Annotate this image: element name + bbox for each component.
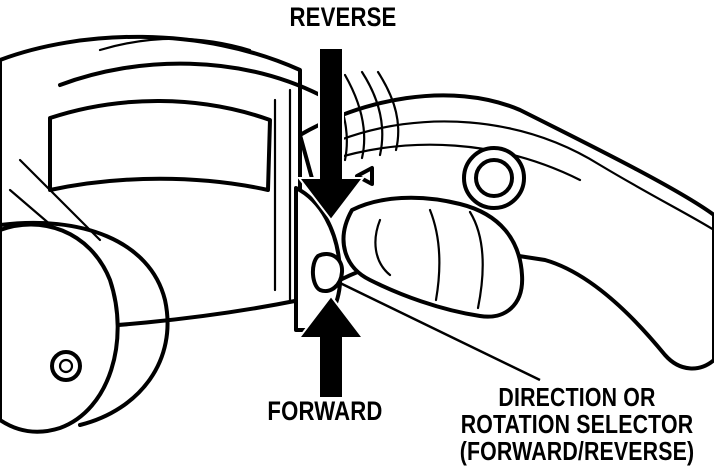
- lock-button: [462, 146, 526, 210]
- forward-label: FORWARD: [267, 396, 383, 426]
- direction-selector-label-line: DIRECTION OR: [498, 382, 656, 412]
- reverse-arrow-icon: [296, 47, 366, 222]
- forward-arrow-icon: [296, 294, 366, 399]
- screw-icon: [50, 350, 82, 382]
- triangle-marker-icon: [355, 166, 374, 186]
- trigger: [341, 195, 525, 319]
- direction-selector-label-line: ROTATION SELECTOR: [460, 409, 694, 439]
- direction-selector-label: DIRECTION OR ROTATION SELECTOR (FORWARD/…: [458, 384, 696, 465]
- reverse-label: REVERSE: [289, 2, 397, 32]
- direction-selector-knob: [294, 186, 345, 332]
- drill-chuck: [0, 220, 170, 434]
- direction-selector-label-line: (FORWARD/REVERSE): [459, 436, 695, 466]
- selector-leader-line: [337, 280, 541, 382]
